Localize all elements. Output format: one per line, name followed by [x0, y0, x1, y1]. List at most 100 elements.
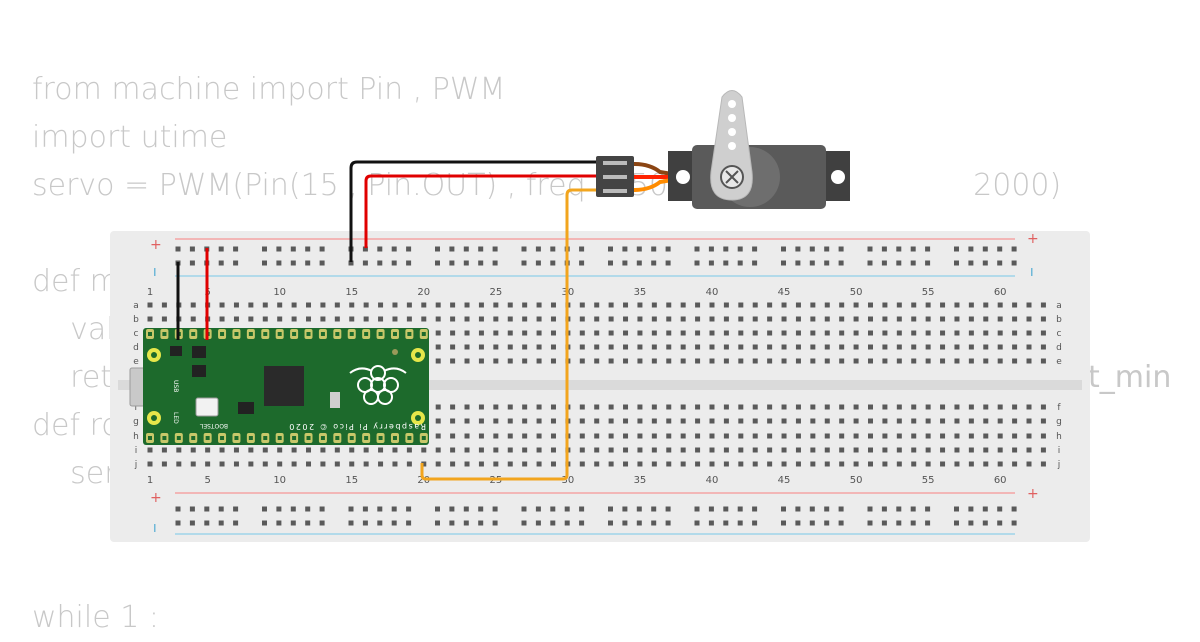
breadboard-hole[interactable]	[579, 344, 585, 350]
breadboard-hole[interactable]	[435, 358, 441, 364]
breadboard-hole[interactable]	[248, 302, 254, 308]
wire-black-gnd-servo[interactable]	[349, 160, 598, 262]
breadboard-hole[interactable]	[651, 344, 657, 350]
breadboard-hole[interactable]	[493, 418, 499, 424]
breadboard-hole[interactable]	[579, 418, 585, 424]
breadboard-hole[interactable]	[608, 447, 614, 453]
breadboard-hole[interactable]	[291, 302, 297, 308]
breadboard-hole[interactable]	[637, 302, 643, 308]
breadboard-hole[interactable]	[1012, 316, 1018, 322]
breadboard-hole[interactable]	[464, 418, 470, 424]
breadboard-hole[interactable]	[334, 316, 340, 322]
breadboard-hole[interactable]	[507, 330, 513, 336]
breadboard-hole[interactable]	[507, 316, 513, 322]
breadboard-hole[interactable]	[594, 358, 600, 364]
breadboard-hole[interactable]	[392, 302, 398, 308]
breadboard-hole[interactable]	[896, 344, 902, 350]
rail-hole[interactable]	[795, 246, 801, 252]
breadboard-hole[interactable]	[925, 433, 931, 439]
breadboard-hole[interactable]	[378, 302, 384, 308]
breadboard-hole[interactable]	[997, 316, 1003, 322]
rail-hole[interactable]	[175, 506, 181, 512]
breadboard-hole[interactable]	[161, 447, 167, 453]
breadboard-hole[interactable]	[349, 316, 355, 322]
breadboard-hole[interactable]	[190, 447, 196, 453]
breadboard-hole[interactable]	[522, 461, 528, 467]
breadboard-hole[interactable]	[435, 418, 441, 424]
breadboard-hole[interactable]	[536, 433, 542, 439]
breadboard-hole[interactable]	[507, 358, 513, 364]
breadboard-hole[interactable]	[637, 447, 643, 453]
rail-hole[interactable]	[521, 246, 527, 252]
breadboard-hole[interactable]	[709, 461, 715, 467]
breadboard-hole[interactable]	[1026, 358, 1032, 364]
breadboard-hole[interactable]	[464, 330, 470, 336]
breadboard-hole[interactable]	[839, 358, 845, 364]
rail-hole[interactable]	[406, 246, 412, 252]
breadboard-hole[interactable]	[450, 433, 456, 439]
breadboard-hole[interactable]	[781, 316, 787, 322]
breadboard-hole[interactable]	[478, 330, 484, 336]
breadboard-hole[interactable]	[550, 330, 556, 336]
breadboard-hole[interactable]	[767, 418, 773, 424]
breadboard-hole[interactable]	[1040, 404, 1046, 410]
wire-orange-signal-servo[interactable]	[420, 188, 598, 481]
breadboard-hole[interactable]	[435, 447, 441, 453]
breadboard-hole[interactable]	[882, 344, 888, 350]
breadboard-hole[interactable]	[810, 404, 816, 410]
breadboard-hole[interactable]	[983, 358, 989, 364]
rail-hole[interactable]	[435, 520, 440, 526]
rail-hole[interactable]	[809, 520, 815, 526]
breadboard-hole[interactable]	[450, 404, 456, 410]
breadboard-hole[interactable]	[968, 316, 974, 322]
breadboard-hole[interactable]	[507, 447, 513, 453]
breadboard-hole[interactable]	[868, 461, 873, 467]
breadboard-hole[interactable]	[997, 461, 1003, 467]
breadboard-hole[interactable]	[695, 302, 701, 308]
breadboard-hole[interactable]	[306, 316, 312, 322]
breadboard-hole[interactable]	[493, 344, 499, 350]
breadboard-hole[interactable]	[940, 316, 946, 322]
breadboard-hole[interactable]	[983, 404, 989, 410]
rail-hole[interactable]	[406, 260, 412, 266]
breadboard-hole[interactable]	[954, 447, 960, 453]
rail-hole[interactable]	[954, 246, 959, 252]
rail-hole[interactable]	[492, 520, 498, 526]
breadboard-hole[interactable]	[853, 316, 859, 322]
breadboard-hole[interactable]	[767, 447, 773, 453]
rail-hole[interactable]	[982, 506, 988, 512]
breadboard-hole[interactable]	[882, 302, 888, 308]
rail-hole[interactable]	[290, 260, 296, 266]
rail-hole[interactable]	[204, 506, 210, 512]
rail-hole[interactable]	[348, 520, 354, 526]
breadboard-hole[interactable]	[291, 461, 297, 467]
breadboard-hole[interactable]	[997, 302, 1003, 308]
breadboard-hole[interactable]	[896, 316, 902, 322]
rail-hole[interactable]	[881, 246, 887, 252]
breadboard-hole[interactable]	[795, 316, 801, 322]
rail-hole[interactable]	[492, 506, 498, 512]
rail-hole[interactable]	[564, 520, 570, 526]
breadboard-hole[interactable]	[363, 316, 369, 322]
breadboard-hole[interactable]	[911, 330, 917, 336]
breadboard-hole[interactable]	[248, 447, 254, 453]
rail-hole[interactable]	[651, 506, 657, 512]
rail-hole[interactable]	[824, 520, 830, 526]
rail-hole[interactable]	[622, 520, 628, 526]
breadboard-hole[interactable]	[968, 447, 974, 453]
breadboard-hole[interactable]	[522, 358, 528, 364]
breadboard-hole[interactable]	[940, 404, 946, 410]
breadboard-hole[interactable]	[435, 316, 441, 322]
breadboard-hole[interactable]	[478, 461, 484, 467]
rail-hole[interactable]	[982, 260, 988, 266]
breadboard-hole[interactable]	[205, 447, 211, 453]
breadboard-hole[interactable]	[723, 316, 729, 322]
breadboard-hole[interactable]	[810, 344, 816, 350]
rail-hole[interactable]	[391, 520, 397, 526]
breadboard-hole[interactable]	[752, 330, 758, 336]
rail-hole[interactable]	[665, 506, 671, 512]
servo-motor[interactable]	[596, 90, 850, 210]
breadboard-hole[interactable]	[478, 302, 484, 308]
rail-hole[interactable]	[752, 260, 758, 266]
rail-hole[interactable]	[233, 520, 239, 526]
